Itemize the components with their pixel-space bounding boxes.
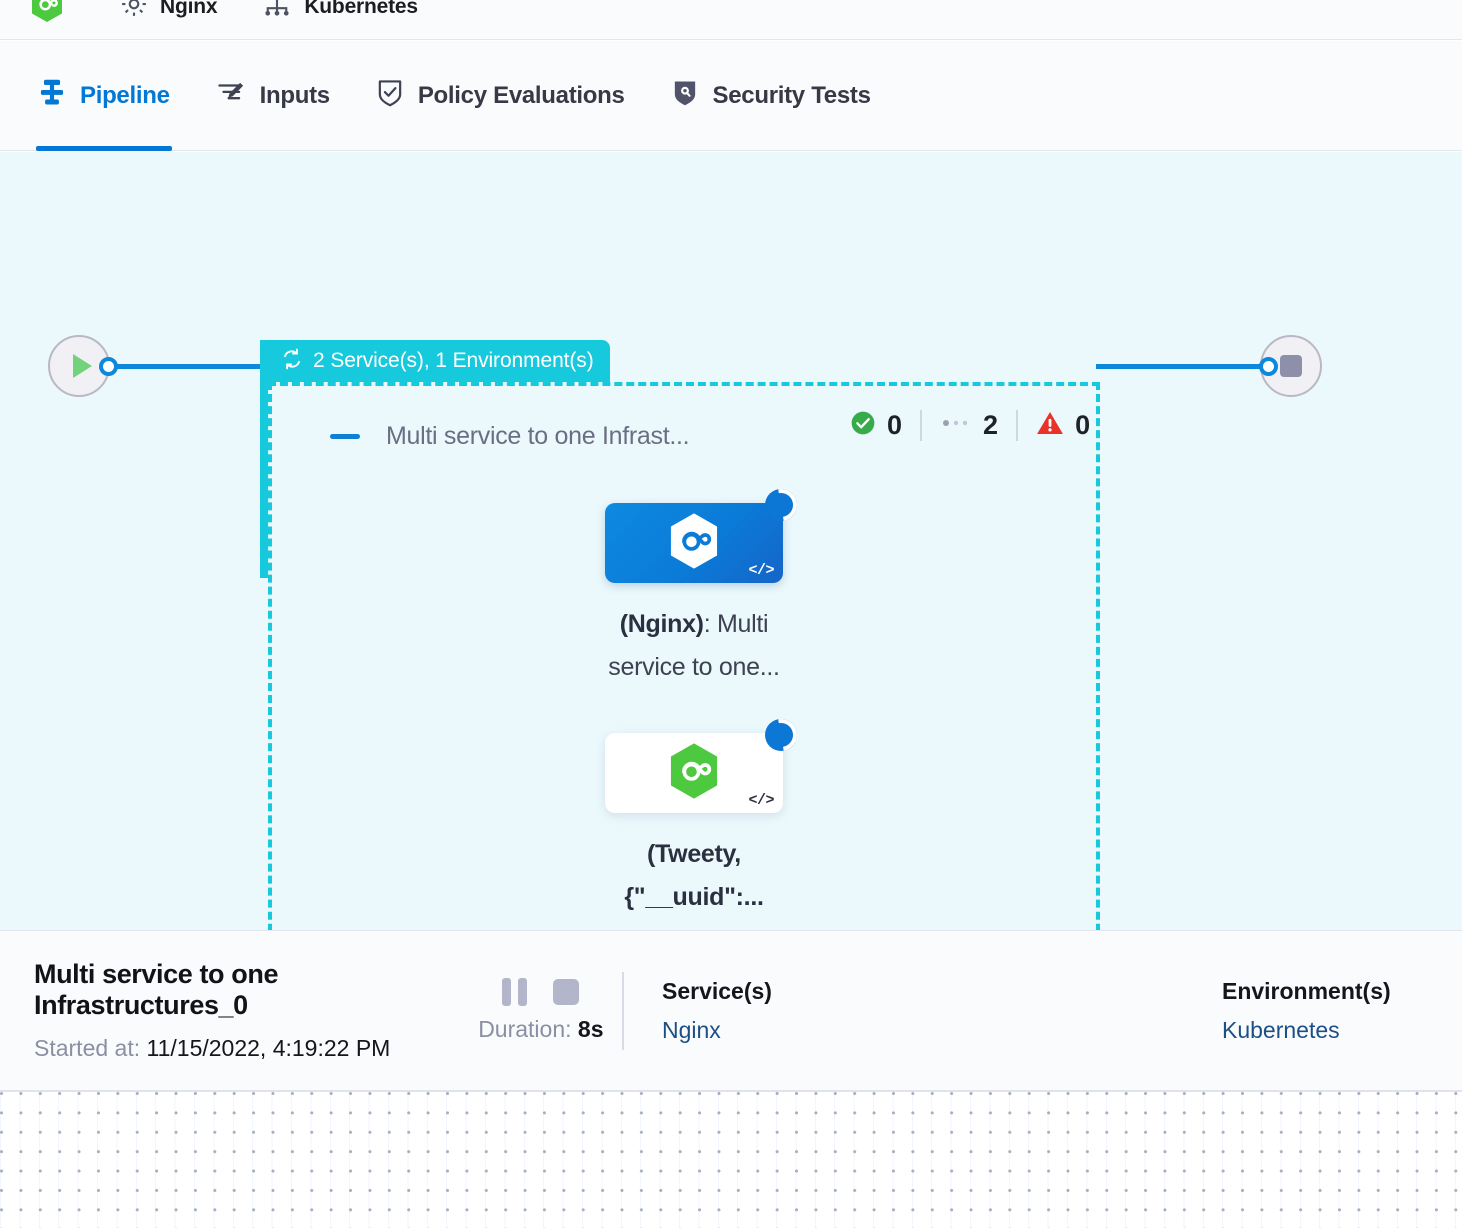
environments-heading: Environment(s) — [1221, 977, 1391, 1004]
spinner-icon — [758, 482, 804, 528]
pipeline-canvas[interactable]: 2 Service(s), 1 Environment(s) Multi ser… — [0, 152, 1462, 930]
pipeline-node-tweety[interactable]: </> (Tweety, {"__uuid":... — [579, 712, 809, 919]
execution-title: Multi service to one Infrastructures_0 — [34, 959, 279, 1020]
loop-repeat-icon — [280, 347, 304, 376]
node-card[interactable]: </> — [605, 712, 804, 813]
breadcrumb-item-service[interactable] — [30, 0, 75, 39]
group-header: Multi service to one Infrast... — [330, 422, 690, 451]
execution-duration: Duration: 8s — [478, 1016, 603, 1043]
status-running: 2 — [920, 410, 1016, 441]
hexagon-infinity-icon — [667, 511, 721, 576]
services-heading: Service(s) — [661, 977, 772, 1004]
breadcrumb-item-kubernetes[interactable]: Kubernetes — [261, 0, 418, 37]
breadcrumb-bar: Nginx Kubernetes — [0, 0, 1462, 40]
start-connector-dot[interactable] — [99, 357, 118, 376]
status-error-count: 0 — [1075, 410, 1091, 440]
status-success: 0 — [850, 410, 920, 441]
group-title: Multi service to one Infrast... — [386, 422, 690, 450]
environments-value-link[interactable]: Kubernetes — [1221, 1016, 1340, 1043]
group-badge[interactable]: 2 Service(s), 1 Environment(s) — [260, 340, 610, 382]
node-label-rest: : Multi service to one... — [608, 610, 780, 681]
node-label: (Tweety, {"__uuid":... — [579, 833, 809, 919]
duration-label: Duration: — [478, 1016, 572, 1042]
connector-line-end — [1096, 364, 1268, 369]
start-node[interactable] — [48, 335, 110, 397]
code-badge: </> — [748, 792, 774, 809]
tab-inputs[interactable]: Inputs — [216, 41, 330, 151]
play-icon — [72, 354, 92, 378]
tab-security-tests[interactable]: Security Tests — [671, 41, 871, 151]
execution-summary: Multi service to one Infrastructures_0 S… — [34, 959, 459, 1062]
kubernetes-icon — [261, 0, 293, 24]
status-success-count: 0 — [887, 410, 903, 440]
end-connector-dot[interactable] — [1259, 357, 1278, 376]
pipeline-icon — [38, 78, 66, 113]
node-label-name: (Nginx) — [619, 610, 704, 638]
node-label-name: (Tweety, {"__uuid":... — [624, 840, 764, 911]
node-label: (Nginx): Multi service to one... — [579, 603, 809, 689]
services-value-link[interactable]: Nginx — [661, 1016, 721, 1043]
group-container[interactable]: Multi service to one Infrast... 0 — [268, 382, 1100, 930]
status-running-count: 2 — [983, 410, 999, 440]
started-label: Started at: — [34, 1035, 141, 1061]
tab-policy-evaluations-label: Policy Evaluations — [417, 81, 625, 109]
execution-controls: Duration: 8s — [459, 978, 622, 1043]
stop-icon[interactable] — [553, 979, 580, 1005]
tab-pipeline[interactable]: Pipeline — [36, 41, 172, 151]
started-value: 11/15/2022, 4:19:22 PM — [146, 1035, 391, 1061]
execution-started: Started at: 11/15/2022, 4:19:22 PM — [34, 1035, 459, 1062]
pipeline-node-nginx[interactable]: </> (Nginx): Multi service to one... — [579, 482, 809, 689]
panel-divider — [622, 971, 624, 1050]
tab-security-tests-label: Security Tests — [712, 81, 871, 109]
policy-shield-check-icon — [376, 78, 404, 113]
pause-icon[interactable] — [502, 978, 528, 1006]
security-shield-icon — [671, 78, 699, 113]
minus-icon[interactable] — [330, 434, 360, 439]
services-column: Service(s) Nginx — [662, 978, 1222, 1044]
connector-line-start — [112, 364, 272, 369]
tab-pipeline-label: Pipeline — [80, 81, 170, 109]
gear-icon — [119, 0, 149, 24]
execution-detail-panel: Multi service to one Infrastructures_0 S… — [0, 930, 1462, 1092]
environments-column: Environment(s) Kubernetes — [1222, 978, 1462, 1044]
tab-bar: Pipeline Inputs Policy Evaluations — [0, 41, 1462, 151]
breadcrumb-item-label: Nginx — [160, 0, 218, 18]
tab-policy-evaluations[interactable]: Policy Evaluations — [376, 41, 625, 151]
stop-icon — [1280, 355, 1302, 377]
canvas-grid-background[interactable] — [0, 1092, 1462, 1228]
breadcrumb-item-label: Kubernetes — [304, 0, 418, 18]
node-card[interactable]: </> — [605, 482, 804, 583]
warning-triangle-icon — [1036, 410, 1064, 441]
status-error: 0 — [1016, 410, 1108, 441]
dots-icon — [940, 416, 972, 435]
spinner-icon — [758, 712, 804, 758]
inputs-icon — [216, 79, 246, 112]
group-status-counts: 0 2 — [850, 410, 1108, 441]
hexagon-infinity-icon — [30, 0, 64, 28]
breadcrumb-item-nginx[interactable]: Nginx — [119, 0, 218, 37]
check-circle-icon — [850, 410, 876, 441]
hexagon-infinity-icon — [667, 741, 721, 806]
group-badge-text: 2 Service(s), 1 Environment(s) — [313, 349, 594, 372]
code-badge: </> — [748, 562, 774, 579]
duration-value: 8s — [577, 1016, 604, 1042]
tab-inputs-label: Inputs — [259, 81, 331, 109]
end-node[interactable] — [1260, 335, 1322, 397]
